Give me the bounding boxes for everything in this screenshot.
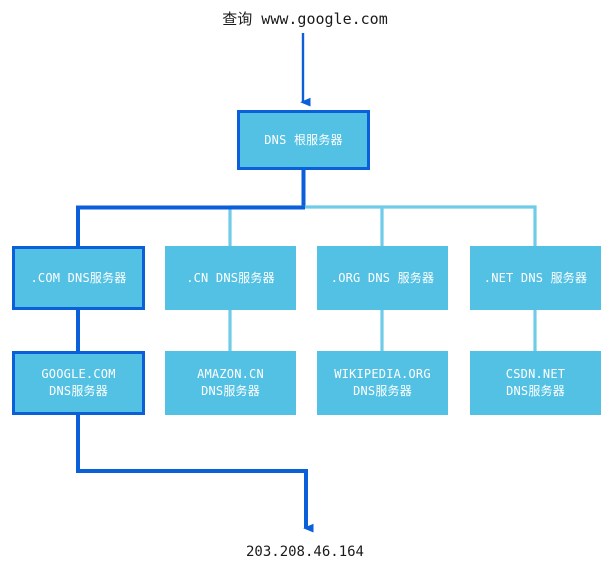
edge-bus-right xyxy=(303,205,537,246)
node-amazon-label-line1: AMAZON.CN xyxy=(197,367,264,381)
node-cn-dns-server[interactable]: .CN DNS服务器 xyxy=(165,246,296,310)
edge-bus-to-com xyxy=(76,205,305,246)
node-amazon-label-line2: DNS服务器 xyxy=(201,384,260,398)
node-wikipedia-label-line2: DNS服务器 xyxy=(353,384,412,398)
node-com-label: .COM DNS服务器 xyxy=(30,270,127,285)
node-root-label: DNS 根服务器 xyxy=(264,132,343,147)
node-com-dns-server[interactable]: .COM DNS服务器 xyxy=(12,246,145,310)
node-cn-label: .CN DNS服务器 xyxy=(186,270,275,285)
node-dns-root-server[interactable]: DNS 根服务器 xyxy=(237,110,370,170)
query-label: 查询 www.google.com xyxy=(222,10,388,28)
node-wikipedia-label-line1: WIKIPEDIA.ORG xyxy=(334,367,431,381)
edge-google-to-result xyxy=(76,415,306,528)
node-csdn-label-line2: DNS服务器 xyxy=(506,384,565,398)
node-net-label: .NET DNS 服务器 xyxy=(483,270,588,285)
node-wikipedia-org-dns-server[interactable]: WIKIPEDIA.ORG DNS服务器 xyxy=(317,351,448,415)
node-csdn-label-line1: CSDN.NET xyxy=(505,367,566,381)
node-org-dns-server[interactable]: .ORG DNS 服务器 xyxy=(317,246,448,310)
node-org-label: .ORG DNS 服务器 xyxy=(330,270,435,285)
node-google-com-dns-server[interactable]: GOOGLE.COM DNS服务器 xyxy=(12,351,145,415)
node-google-label-line1: GOOGLE.COM xyxy=(41,367,116,381)
node-google-label-line2: DNS服务器 xyxy=(49,384,108,398)
node-csdn-net-dns-server[interactable]: CSDN.NET DNS服务器 xyxy=(470,351,601,415)
result-ip-label: 203.208.46.164 xyxy=(245,544,364,560)
node-net-dns-server[interactable]: .NET DNS 服务器 xyxy=(470,246,601,310)
node-amazon-cn-dns-server[interactable]: AMAZON.CN DNS服务器 xyxy=(165,351,296,415)
